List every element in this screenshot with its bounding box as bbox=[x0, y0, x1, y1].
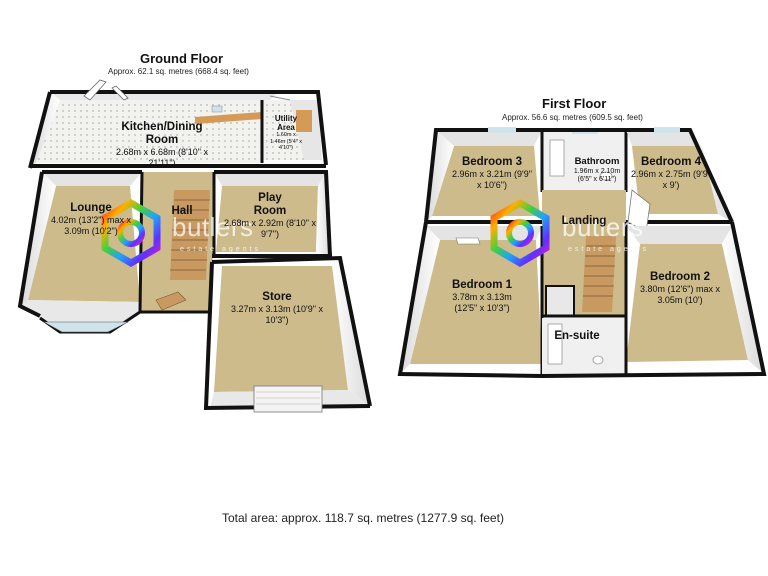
room-label-bedroom-1: Bedroom 1 3.78m x 3.13m (12'5" x 10'3") bbox=[451, 279, 513, 313]
room-bedroom-4 bbox=[626, 127, 734, 223]
room-landing bbox=[542, 189, 651, 317]
room-bedroom-3 bbox=[424, 127, 542, 223]
worktop bbox=[195, 112, 262, 124]
sink-icon bbox=[211, 105, 223, 113]
appliance-icon bbox=[296, 110, 312, 132]
room-bedroom-1 bbox=[397, 221, 544, 378]
front-door-icon bbox=[155, 291, 187, 311]
room-bathroom bbox=[540, 128, 628, 192]
total-area: Total area: approx. 118.7 sq. metres (12… bbox=[222, 511, 504, 525]
watermark-logo-icon bbox=[490, 198, 550, 268]
room-label-bathroom: Bathroom 1.96m x 2.10m (6'5" x 6'11") bbox=[573, 156, 621, 183]
first-floor-title: First Floor bbox=[542, 96, 607, 111]
room-label-bedroom-3: Bedroom 3 2.96m x 3.21m (9'9" x 10'6") bbox=[452, 156, 532, 190]
room-label-store: Store 3.27m x 3.13m (10'9" x 10'3") bbox=[231, 291, 323, 325]
watermark-tagline: estate agents bbox=[180, 246, 262, 253]
window-icon bbox=[654, 127, 680, 133]
shower-icon bbox=[547, 323, 563, 365]
room-kitchen-dining bbox=[28, 79, 278, 169]
room-utility-area bbox=[260, 90, 328, 166]
garage-door-icon bbox=[253, 385, 323, 413]
room-label-lounge: Lounge 4.02m (13'2") max x 3.09m (10'2") bbox=[51, 202, 131, 236]
room-lounge bbox=[17, 170, 142, 334]
first-floor-area: Approx. 56.6 sq. metres (609.5 sq. feet) bbox=[502, 113, 643, 122]
watermark-brand: butlers bbox=[172, 212, 254, 242]
ground-floor-plan bbox=[17, 79, 372, 413]
ground-floor-area: Approx. 62.1 sq. metres (668.4 sq. feet) bbox=[108, 67, 249, 76]
toilet-icon bbox=[599, 171, 613, 181]
room-label-bedroom-4: Bedroom 4 2.96m x 2.75m (9'9" x 9') bbox=[631, 156, 711, 190]
watermark-logo-icon bbox=[101, 198, 161, 268]
bath-icon bbox=[549, 139, 565, 177]
room-store bbox=[203, 255, 372, 413]
door-icon bbox=[111, 85, 129, 101]
door-icon bbox=[455, 237, 481, 245]
room-label-utility: Utility Area 1.60m x 1.46m (5'4" x 4'10"… bbox=[269, 114, 303, 151]
toilet-icon bbox=[592, 355, 604, 365]
room-label-hall: Hall bbox=[171, 205, 193, 217]
room-play-room bbox=[212, 170, 332, 257]
watermark-brand: butlers bbox=[562, 212, 644, 242]
room-label-kitchen: Kitchen/Dining Room 2.68m x 6.68m (8'10"… bbox=[116, 121, 208, 168]
room-bedroom-2 bbox=[541, 221, 767, 378]
cupboard bbox=[545, 285, 575, 317]
room-hall bbox=[138, 171, 214, 314]
room-label-ensuite: En-suite bbox=[554, 330, 600, 342]
window-icon bbox=[488, 127, 516, 133]
room-label-landing: Landing bbox=[561, 215, 607, 227]
room-label-play-room: Play Room 2.68m x 2.92m (8'10" x 9'7") bbox=[224, 192, 316, 239]
ground-floor-title: Ground Floor bbox=[140, 51, 224, 66]
room-ensuite bbox=[542, 314, 626, 374]
watermark-tagline: estate agents bbox=[568, 246, 650, 253]
first-floor-plan bbox=[397, 127, 767, 378]
bay-window-icon bbox=[42, 321, 129, 333]
stairs bbox=[582, 236, 616, 312]
door-icon bbox=[83, 79, 107, 101]
room-label-bedroom-2: Bedroom 2 3.80m (12'6") max x 3.05m (10'… bbox=[640, 271, 720, 305]
stairs bbox=[170, 190, 210, 280]
